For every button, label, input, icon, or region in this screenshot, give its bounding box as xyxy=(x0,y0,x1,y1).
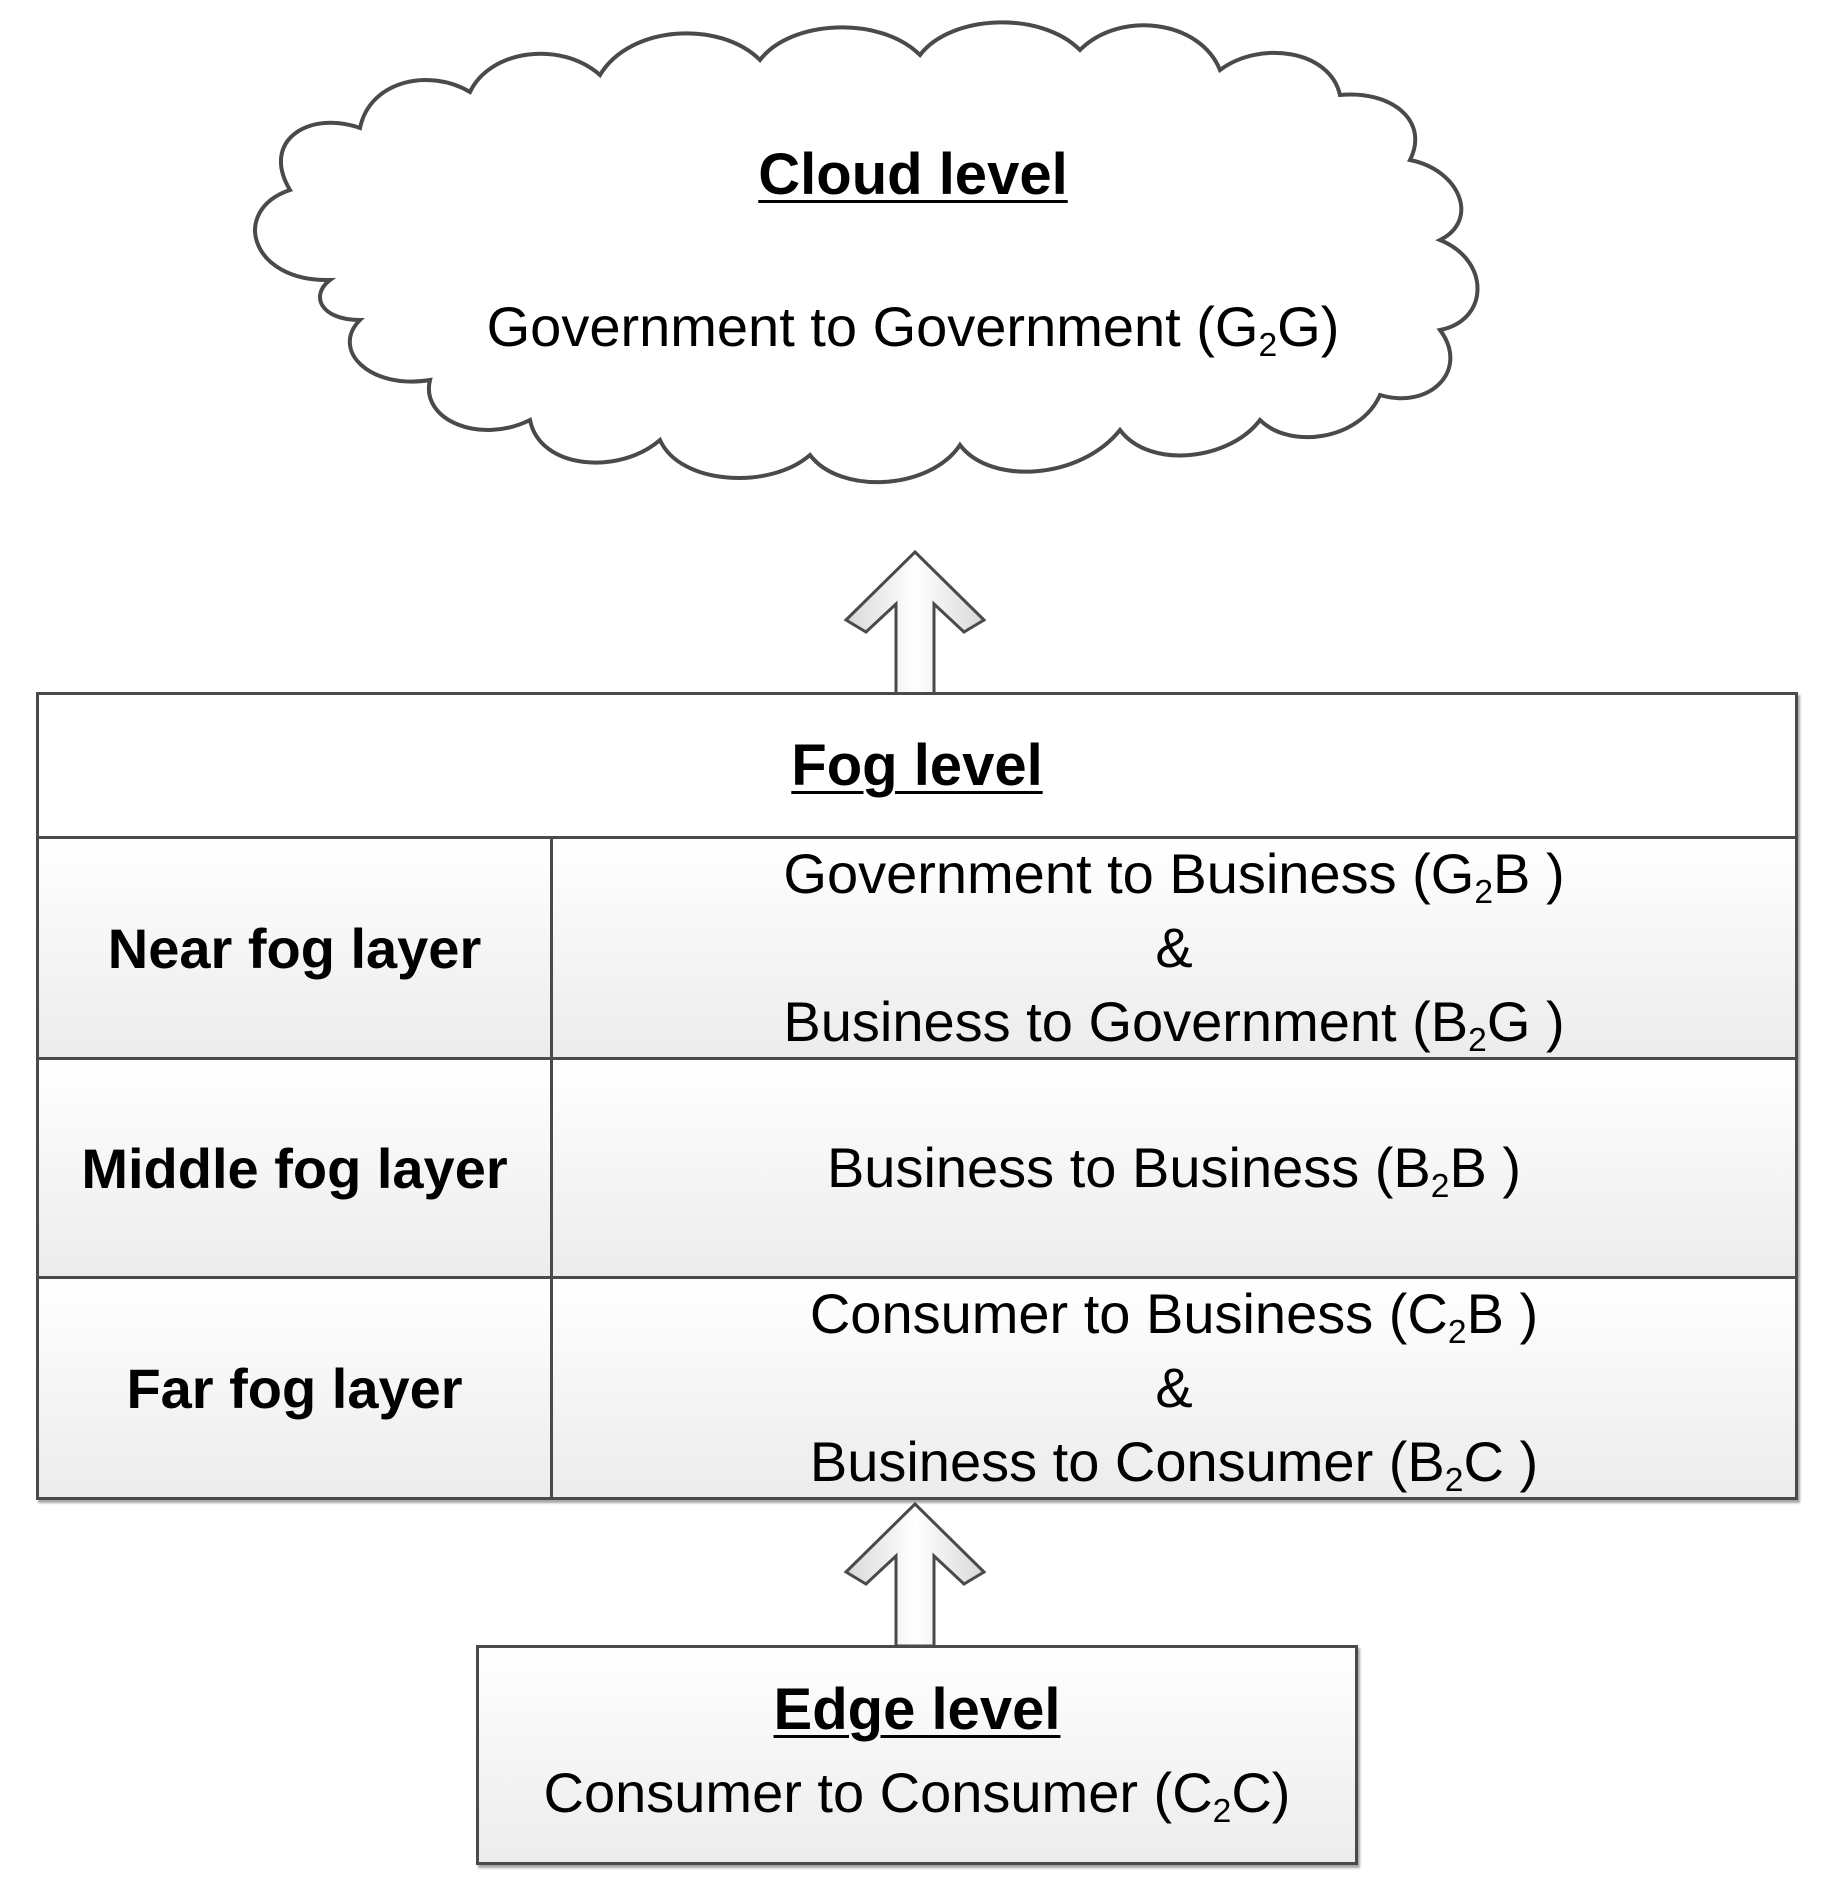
fog-level-header: Fog level xyxy=(39,695,1795,839)
relation-line: Business to Government (B2G ) xyxy=(783,990,1565,1060)
near-fog-layer-label: Near fog layer xyxy=(39,839,553,1057)
edge-level-title: Edge level xyxy=(773,1677,1061,1742)
relation-line: Business to Business (B2B ) xyxy=(826,1136,1522,1206)
cloud-shape xyxy=(253,20,1480,485)
middle-fog-layer-label: Middle fog layer xyxy=(39,1060,553,1276)
edge-level-box: Edge level Consumer to Consumer (C2C) xyxy=(476,1645,1358,1865)
relation-line: Business to Consumer (B2C ) xyxy=(809,1430,1539,1500)
cloud-level-relation: Government to Government (G2G) xyxy=(486,295,1340,365)
fog-layer-row-near: Near fog layer Government to Business (G… xyxy=(39,839,1795,1060)
up-arrow-edge-to-fog-icon xyxy=(843,1501,987,1648)
edge-level-relation: Consumer to Consumer (C2C) xyxy=(543,1761,1291,1831)
fog-level-title: Fog level xyxy=(791,733,1043,798)
fog-level-table: Fog level Near fog layer Government to B… xyxy=(36,692,1798,1500)
far-fog-layer-relations: Consumer to Business (C2B ) & Business t… xyxy=(553,1279,1795,1497)
relation-line: Government to Business (G2B ) xyxy=(783,842,1565,912)
far-fog-layer-label: Far fog layer xyxy=(39,1279,553,1497)
relation-line: Consumer to Business (C2B ) xyxy=(809,1282,1539,1352)
cloud-level-title: Cloud level xyxy=(758,142,1068,207)
fog-layer-row-far: Far fog layer Consumer to Business (C2B … xyxy=(39,1279,1795,1497)
relation-ampersand: & xyxy=(1155,916,1193,979)
middle-fog-layer-relations: Business to Business (B2B ) xyxy=(553,1060,1795,1276)
fog-layer-row-middle: Middle fog layer Business to Business (B… xyxy=(39,1060,1795,1279)
cloud-outline xyxy=(253,20,1480,485)
near-fog-layer-relations: Government to Business (G2B ) & Business… xyxy=(553,839,1795,1057)
up-arrow-fog-to-cloud-icon xyxy=(843,549,987,696)
relation-ampersand: & xyxy=(1155,1356,1193,1419)
